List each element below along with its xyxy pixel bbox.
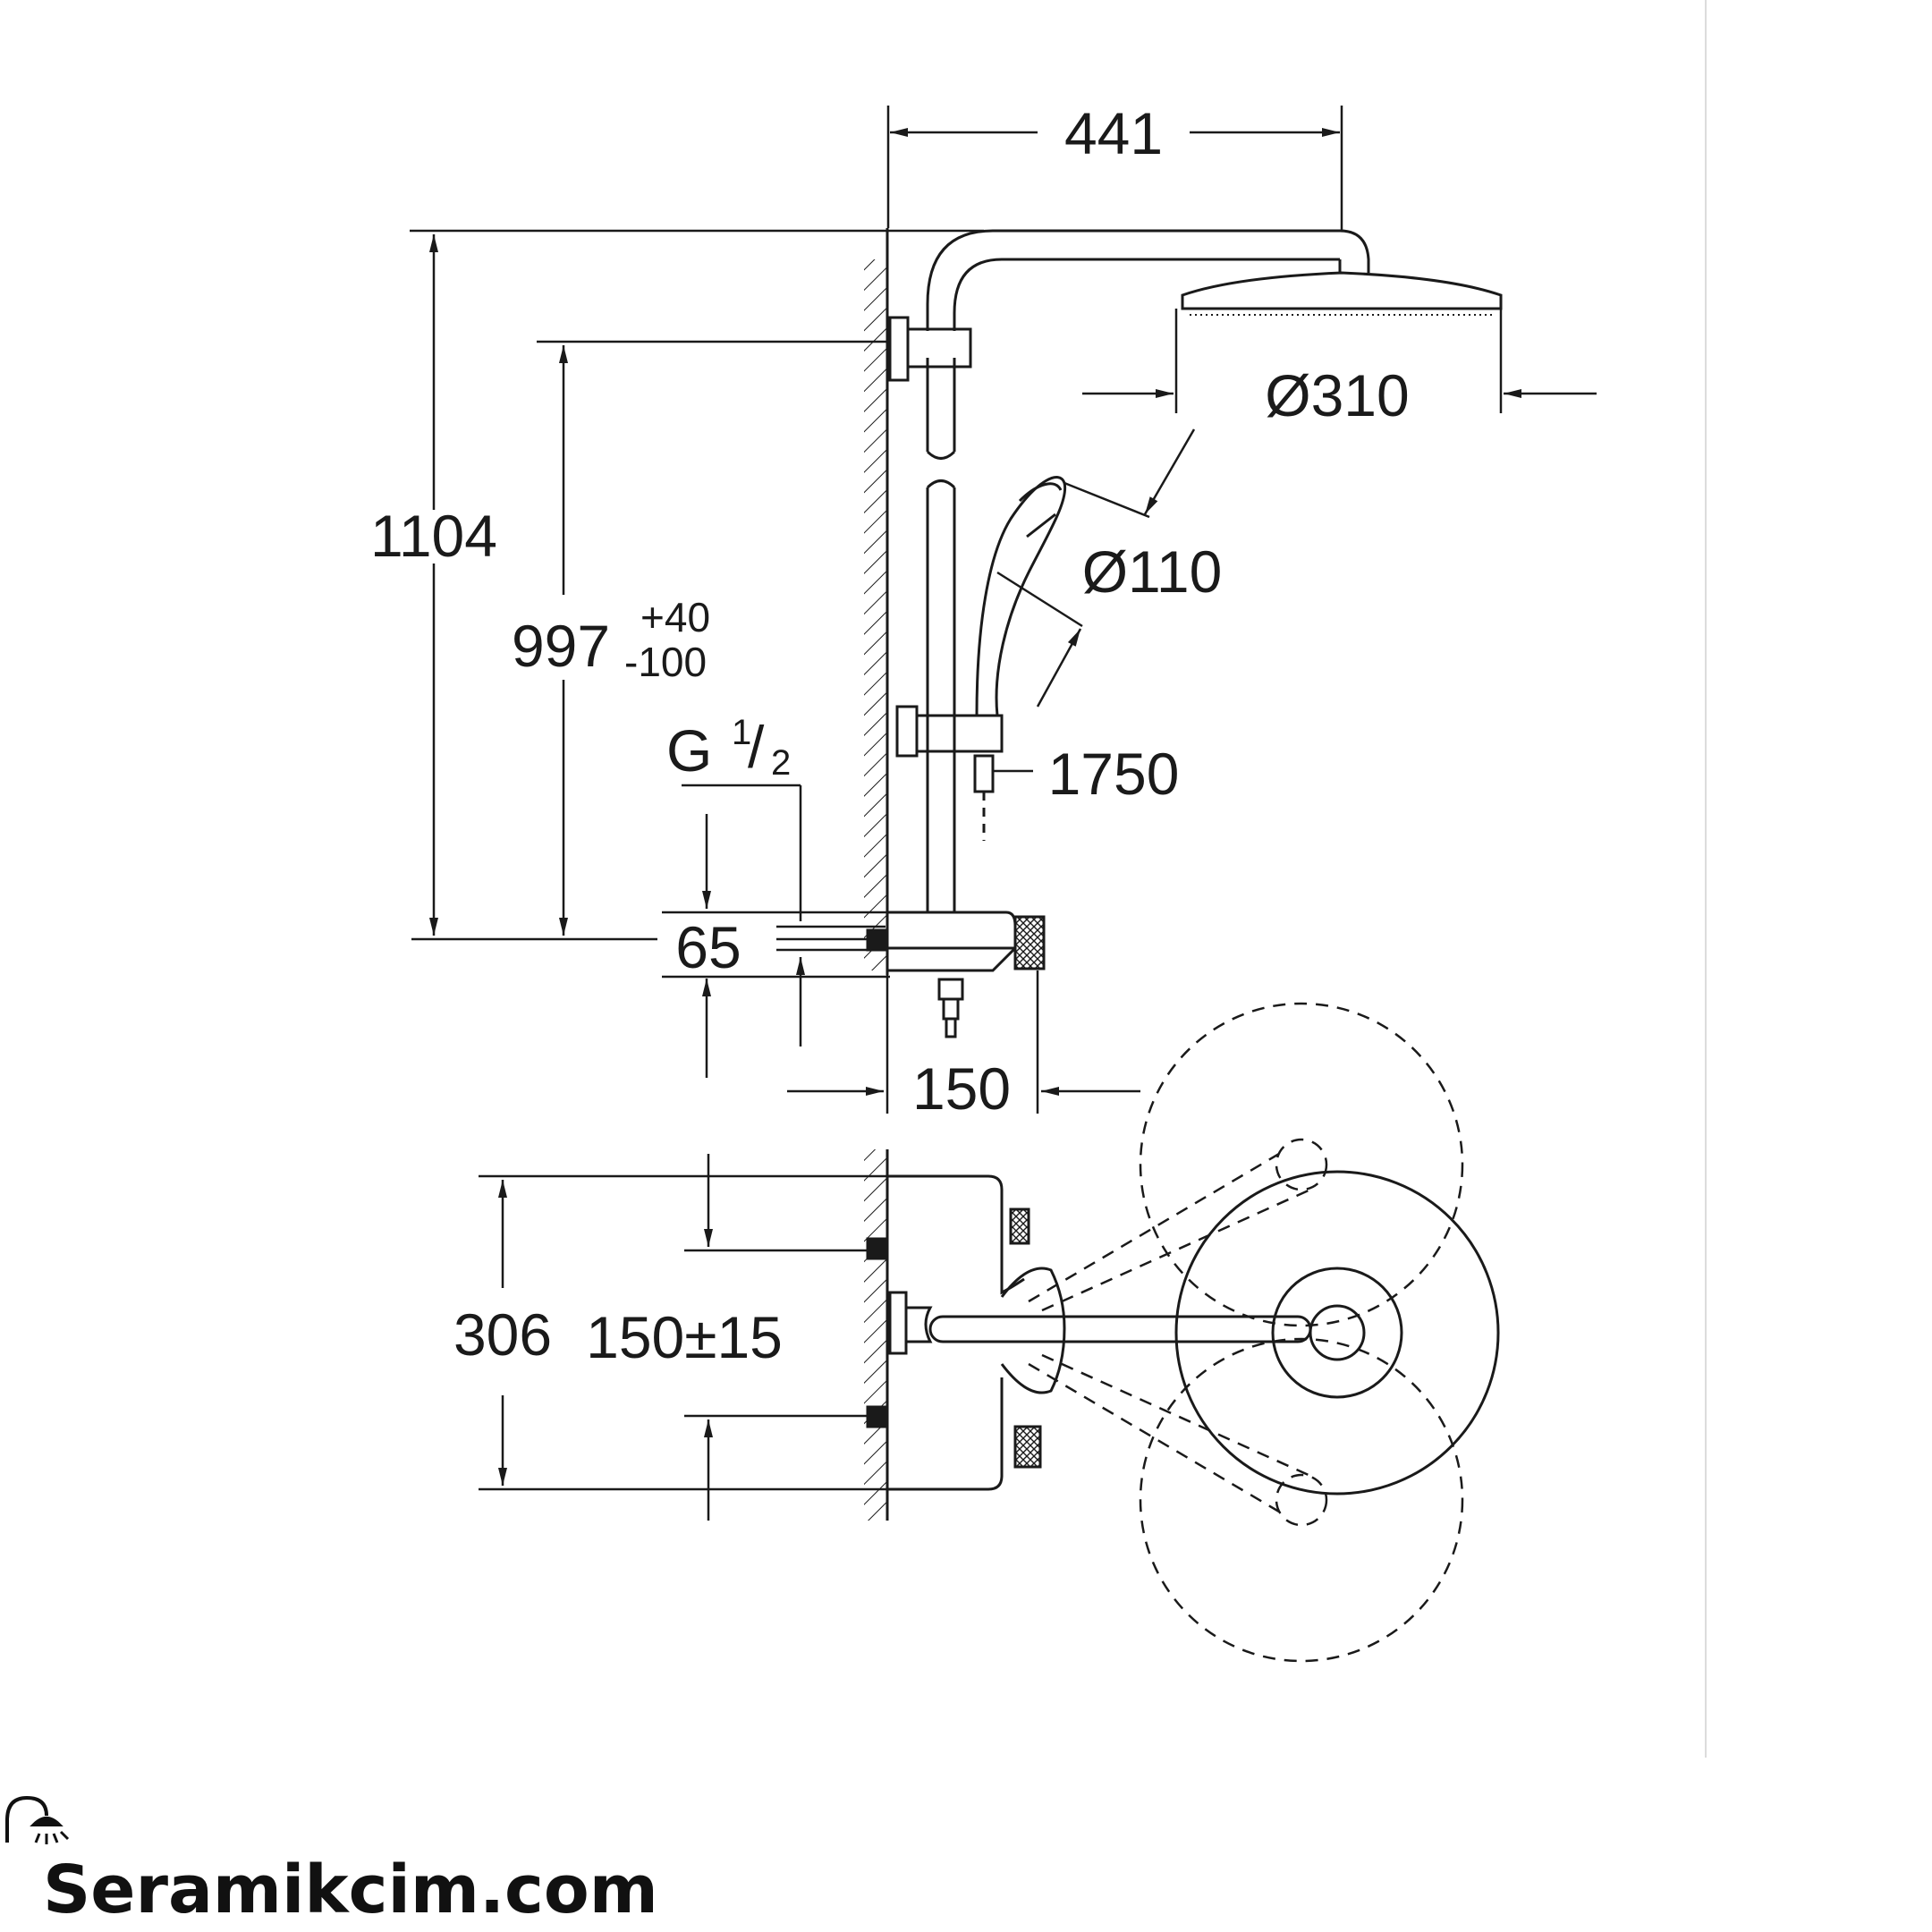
wall-projection-label: 150	[912, 1055, 1011, 1122]
swing-positions	[1028, 1002, 1464, 1663]
top-dimensions	[479, 1154, 988, 1521]
side-dimensions	[410, 106, 1597, 1114]
shower-icon	[5, 1795, 70, 1844]
head-diameter-label: Ø310	[1265, 362, 1409, 428]
thermostat-side	[866, 911, 1046, 1038]
shower-riser	[888, 229, 1340, 912]
hand-diameter-label: Ø110	[1082, 538, 1223, 605]
head-shower-side	[1181, 229, 1503, 316]
rail-tol-plus: +40	[640, 594, 710, 640]
side-view	[864, 228, 1503, 1038]
wall-top	[864, 1149, 889, 1521]
hose-length-label: 1750	[1048, 741, 1180, 807]
slide-holder	[895, 705, 1004, 841]
thread-g-label: G	[666, 717, 712, 784]
thread-numerator: 1	[732, 713, 751, 752]
rail-tol-minus: -100	[624, 639, 707, 685]
body-width-label: 306	[453, 1301, 552, 1368]
rail-height-label: 997	[512, 613, 610, 679]
thread-denominator: 2	[771, 743, 791, 783]
total-height-label: 1104	[370, 503, 497, 569]
inlet-distance-label: 150±15	[586, 1304, 783, 1370]
wall-side	[864, 228, 889, 975]
brand-name: Seramikcim.com	[43, 1852, 658, 1928]
thermostat-height-label: 65	[675, 914, 741, 980]
hand-shower	[975, 476, 1067, 717]
width-top-label: 441	[1064, 100, 1163, 166]
thread-slash: /	[748, 714, 765, 780]
top-view	[864, 1002, 1500, 1663]
